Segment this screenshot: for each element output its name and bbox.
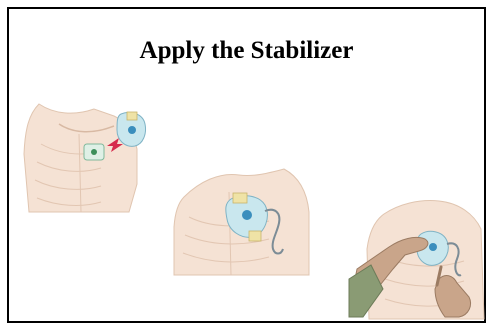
stabilizer-pad xyxy=(117,112,146,146)
step-1-illustration xyxy=(19,94,149,219)
insertion-site-pad xyxy=(84,144,104,160)
step-3-illustration xyxy=(349,189,489,324)
step-2-illustration xyxy=(169,157,319,282)
slide-title: Apply the Stabilizer xyxy=(9,37,484,65)
slide-frame: Apply the Stabilizer xyxy=(7,7,486,323)
